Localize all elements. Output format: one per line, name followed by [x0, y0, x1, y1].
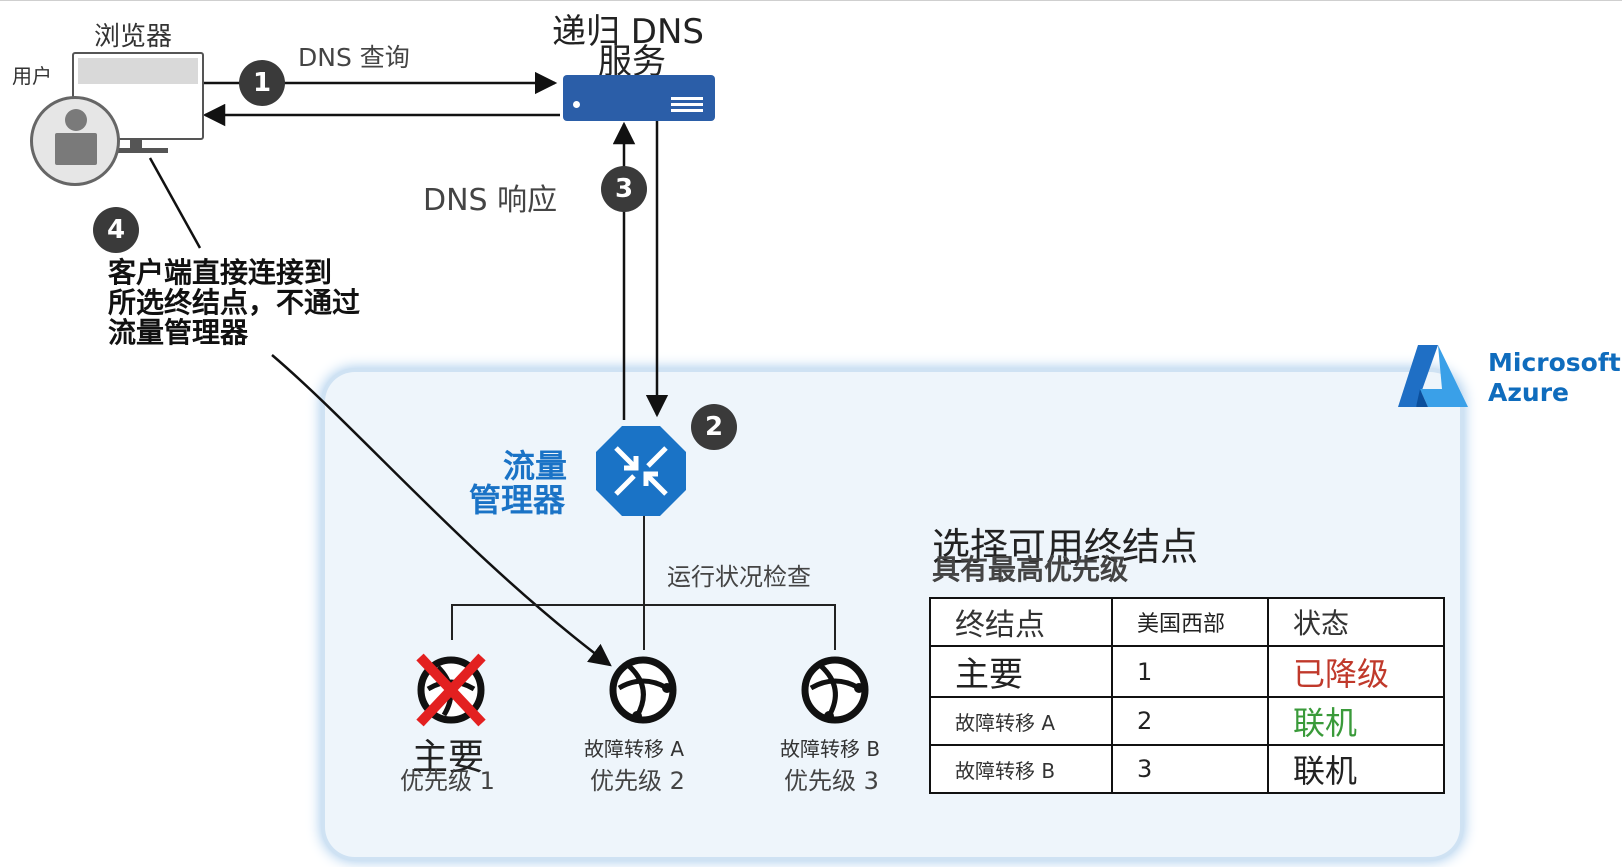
step-3-badge: 3	[601, 166, 647, 212]
dns-response-label: DNS 响应	[423, 183, 558, 218]
top-border	[0, 0, 1622, 1]
client-to-endpoint-curve	[271, 354, 612, 667]
monitor-base	[104, 148, 168, 153]
row-region: 2	[1111, 696, 1269, 746]
table-row: 故障转移 B 3 联机	[929, 744, 1445, 794]
dns-query-label: DNS 查询	[298, 43, 410, 72]
client-note: 客户端直接连接到 所选终结点，不通过 流量管理器	[108, 258, 360, 348]
select-endpoint-title: 选择可用终结点	[932, 525, 1199, 569]
step-1-badge: 1	[239, 60, 285, 106]
row-endpoint: 故障转移 A	[929, 696, 1113, 746]
header-region: 美国西部	[1111, 597, 1269, 647]
header-endpoint: 终结点	[929, 597, 1113, 647]
user-label: 用户	[12, 64, 52, 88]
row-endpoint: 故障转移 B	[929, 744, 1113, 794]
client-to-note-line	[148, 157, 202, 249]
browser-label: 浏览器	[94, 22, 173, 52]
client-note-line-1: 客户端直接连接到	[108, 256, 333, 289]
brand-line-2: Azure	[1488, 378, 1569, 407]
health-check-label: 运行状况检查	[667, 563, 811, 591]
row-region: 1	[1111, 645, 1269, 698]
step-2-badge: 2	[691, 404, 737, 450]
step-4-badge: 4	[93, 207, 139, 253]
client-note-line-2: 所选终结点，不通过	[108, 286, 361, 319]
endpoint-failover-a-name: 故障转移 A	[584, 737, 685, 761]
brand-line-1: Microsoft	[1488, 348, 1621, 377]
table-header-row: 终结点 美国西部 状态	[929, 597, 1445, 647]
row-status: 联机	[1267, 744, 1445, 794]
recursive-dns-title-line1: 递归 DNS	[552, 12, 705, 52]
select-endpoint-subtitle: 具有最高优先级	[932, 553, 1129, 586]
row-region: 3	[1111, 744, 1269, 794]
endpoint-failover-b-priority: 优先级 3	[784, 767, 879, 795]
monitor-icon	[72, 52, 204, 140]
endpoint-primary-icon	[416, 653, 486, 727]
traffic-manager-label-line1: 流量	[503, 447, 568, 485]
azure-logo-icon	[1398, 345, 1468, 407]
user-avatar-icon	[30, 96, 120, 186]
dns-server-icon	[563, 75, 715, 121]
traffic-manager-icon	[596, 426, 686, 516]
health-check-branches	[451, 604, 836, 650]
table-row: 故障转移 A 2 联机	[929, 696, 1445, 746]
traffic-manager-label-line2: 管理器	[469, 481, 566, 519]
row-endpoint: 主要	[929, 645, 1113, 698]
endpoint-primary-priority: 优先级 1	[400, 767, 495, 795]
table-row: 主要 1 已降级	[929, 645, 1445, 698]
endpoint-failover-b-icon	[801, 656, 869, 724]
header-status: 状态	[1267, 597, 1445, 647]
client-note-line-3: 流量管理器	[108, 316, 249, 349]
endpoint-failover-b-name: 故障转移 B	[780, 737, 881, 761]
endpoint-primary-name: 主要	[412, 737, 485, 778]
endpoint-status-table: 终结点 美国西部 状态 主要 1 已降级 故障转移 A 2 联机 故障转移 B …	[929, 597, 1445, 794]
endpoint-failover-a-icon	[609, 656, 677, 724]
row-status: 联机	[1267, 696, 1445, 746]
monitor-stand	[130, 138, 142, 148]
endpoint-failover-a-priority: 优先级 2	[590, 767, 685, 795]
row-status: 已降级	[1267, 645, 1445, 698]
